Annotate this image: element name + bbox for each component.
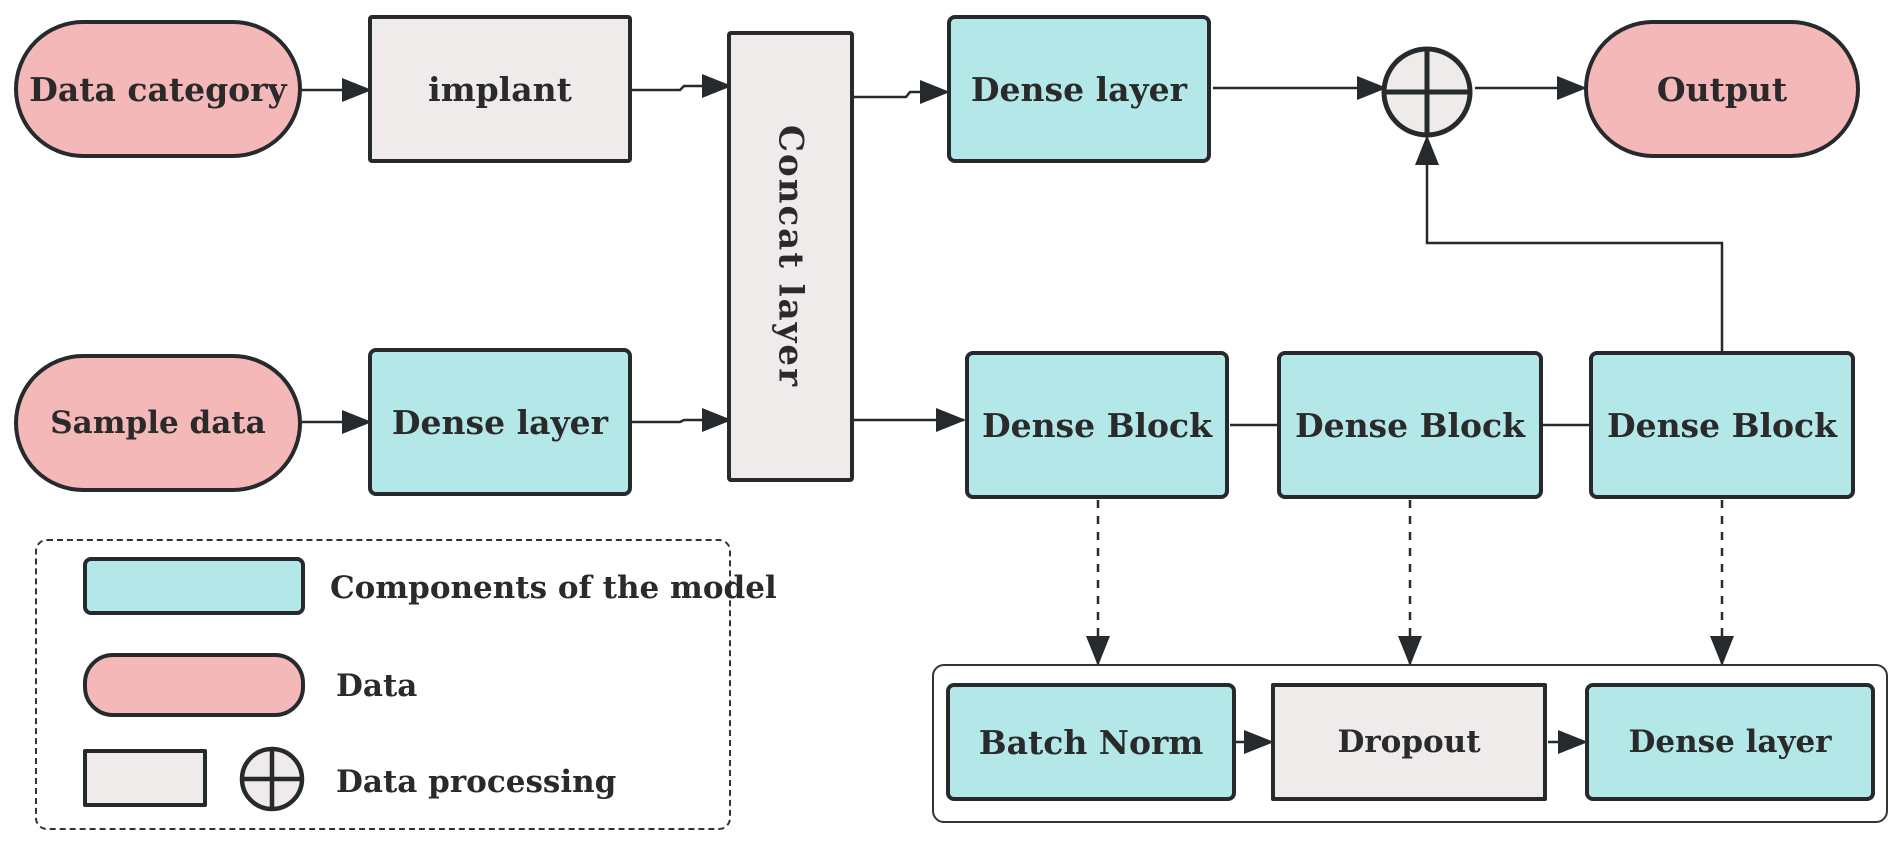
legend-data-swatch [83,653,305,717]
concat-layer-node: Concat layer [727,31,854,482]
implant-node: implant [368,15,632,163]
legend-data-label: Data [336,668,418,704]
legend-processing-label: Data processing [336,764,617,800]
edge-concat-denselayer [854,80,950,104]
dense-layer-top-node: Dense layer [947,15,1211,163]
dense-layer-left-node: Dense layer [368,348,632,496]
sample-data-node: Sample data [14,354,302,492]
batch-norm-node: Batch Norm [946,683,1236,801]
data-category-node: Data category [14,20,302,158]
dense-block-3-node: Dense Block [1589,351,1855,499]
dense-layer-bottom-node: Dense layer [1585,683,1875,801]
dense-block-2-node: Dense Block [1277,351,1543,499]
sum-node [1381,46,1473,138]
edge-denselayer-concat [632,408,732,432]
legend [35,539,731,830]
dropout-node: Dropout [1271,683,1547,801]
legend-processing-swatch [83,749,207,807]
dense-block-1-node: Dense Block [965,351,1229,499]
edge-block3-sum [1415,135,1724,351]
dense-block-detail-group [932,664,1888,823]
edge-implant-concat [632,74,732,98]
legend-model-swatch [83,557,305,615]
output-node: Output [1584,20,1860,158]
concat-layer-label: Concat layer [770,125,811,388]
legend-components-label: Components of the model [330,570,777,606]
legend-sum-icon [239,746,305,812]
